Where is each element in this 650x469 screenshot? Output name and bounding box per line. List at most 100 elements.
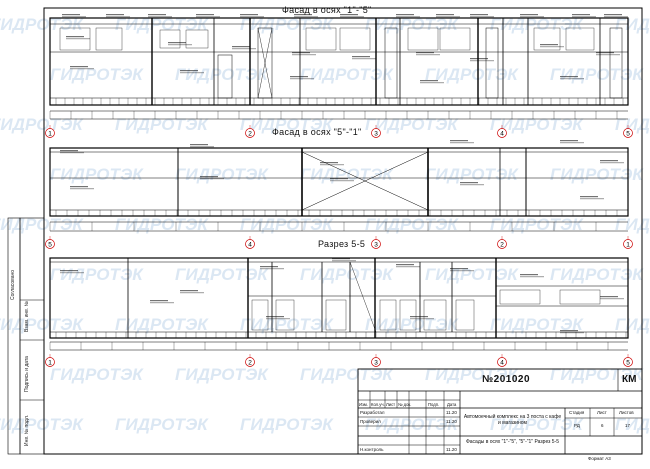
date-checker: 11.20 bbox=[446, 419, 457, 424]
sheet-label: Лист bbox=[597, 410, 607, 415]
annotation-mark bbox=[168, 44, 192, 46]
sheets-label: Листов bbox=[619, 410, 634, 415]
annotation-mark bbox=[292, 52, 310, 54]
axis-label: 2 bbox=[500, 241, 504, 248]
stage-value: РД bbox=[574, 423, 580, 428]
annotation-mark bbox=[560, 330, 578, 332]
annotation-mark bbox=[330, 178, 348, 180]
watermark-text: ГИДРОТЭК bbox=[0, 215, 84, 234]
annotation-mark bbox=[600, 298, 624, 300]
watermark-text: ГИДРОТЭК bbox=[490, 115, 584, 134]
facade-5-1 bbox=[49, 147, 629, 232]
annotation-mark bbox=[60, 272, 84, 274]
axis-label: 5 bbox=[626, 359, 630, 366]
annotation-mark bbox=[436, 14, 454, 16]
annotation-mark bbox=[416, 52, 434, 54]
annotation-mark bbox=[180, 72, 204, 74]
annotation-mark bbox=[340, 14, 358, 16]
annotation-mark bbox=[560, 142, 584, 144]
annotation-mark bbox=[70, 68, 94, 70]
tb-header-docno: № док. bbox=[398, 402, 412, 407]
annotation-mark bbox=[148, 14, 166, 16]
annotation-mark bbox=[320, 162, 338, 164]
doc-mark: КМ bbox=[622, 374, 637, 385]
axis-label: 4 bbox=[500, 130, 504, 137]
doc-number: №201020 bbox=[482, 374, 531, 385]
annotation-mark bbox=[332, 260, 356, 262]
annotation-mark bbox=[70, 66, 88, 68]
annotation-mark bbox=[150, 302, 174, 304]
annotation-mark bbox=[200, 178, 224, 180]
annotation-mark bbox=[450, 270, 474, 272]
annotation-mark bbox=[396, 264, 414, 266]
annotation-mark bbox=[320, 164, 344, 166]
annotation-mark bbox=[260, 266, 278, 268]
watermark-text: ГИДРОТЭК bbox=[175, 165, 269, 184]
annotation-mark bbox=[62, 16, 86, 18]
watermark-text: ГИДРОТЭК bbox=[550, 265, 644, 284]
watermark-text: ГИДРОТЭК bbox=[490, 415, 584, 434]
watermark-text: ГИДРОТЭК bbox=[175, 265, 269, 284]
axis-label: 3 bbox=[374, 359, 378, 366]
axis-label: 5 bbox=[48, 241, 52, 248]
stage-label: Стадия bbox=[569, 410, 585, 415]
sheets-value: 17 bbox=[625, 423, 631, 428]
watermark-text: ГИДРОТЭК bbox=[425, 365, 519, 384]
annotation-mark bbox=[436, 16, 460, 18]
drawing-name: Фасады в осях "1"-"5", "5"-"1" Разрез 5-… bbox=[465, 439, 560, 445]
axis-label: 5 bbox=[626, 130, 630, 137]
annotation-mark bbox=[70, 188, 94, 190]
watermark-layer: ГИДРОТЭК ГИДРОТЭК ГИДРОТЭК ГИДРОТЭК ГИДРОТЭК… bbox=[0, 15, 650, 434]
role-developer: Разработал bbox=[360, 410, 385, 415]
axis-bubble bbox=[623, 128, 633, 138]
watermark-text: ГИДРОТЭК bbox=[425, 65, 519, 84]
annotation-mark bbox=[66, 38, 90, 40]
annotation-mark bbox=[352, 56, 370, 58]
axis-bubble bbox=[245, 357, 255, 367]
annotation-mark bbox=[396, 266, 420, 268]
watermark-text: ГИДРОТЭК bbox=[365, 215, 459, 234]
annotation-mark bbox=[148, 16, 172, 18]
side-label-agreed: Согласовано bbox=[10, 269, 16, 300]
watermark-text: ГИДРОТЭК bbox=[240, 215, 334, 234]
annotation-mark bbox=[294, 16, 318, 18]
date-developer: 11.20 bbox=[446, 410, 457, 415]
annotation-mark bbox=[332, 258, 350, 260]
annotation-mark bbox=[106, 14, 124, 16]
watermark-text: ГИДРОТЭК bbox=[0, 315, 84, 334]
watermark-text: ГИДРОТЭК bbox=[240, 15, 334, 34]
axis-bubble bbox=[623, 239, 633, 249]
annotation-mark bbox=[572, 14, 590, 16]
annotation-mark bbox=[106, 16, 130, 18]
watermark-text: ГИДРОТЭК bbox=[240, 115, 334, 134]
annotation-mark bbox=[596, 54, 620, 56]
annotation-mark bbox=[66, 36, 84, 38]
annotation-mark bbox=[266, 318, 290, 320]
watermark-text: ГИДРОТЭК bbox=[0, 15, 84, 34]
annotation-mark bbox=[596, 52, 614, 54]
annotation-mark bbox=[232, 46, 250, 48]
annotation-mark bbox=[560, 78, 584, 80]
annotation-mark bbox=[450, 268, 468, 270]
watermark-text: ГИДРОТЭК bbox=[300, 65, 394, 84]
watermark-text: ГИДРОТЭК bbox=[365, 15, 459, 34]
annotation-mark bbox=[520, 274, 538, 276]
annotation-mark bbox=[196, 14, 214, 16]
annotation-mark bbox=[600, 296, 618, 298]
annotation-mark bbox=[600, 162, 624, 164]
annotation-mark bbox=[352, 58, 376, 60]
project-name: Автомоечный комплекс на 3 поста с кафе и… bbox=[463, 414, 562, 426]
tb-header-date: Дата bbox=[447, 402, 457, 407]
annotation-mark bbox=[150, 300, 168, 302]
detail-layer bbox=[49, 27, 627, 350]
annotation-mark bbox=[520, 276, 544, 278]
section-title-3: Разрез 5-5 bbox=[318, 239, 366, 249]
watermark-text: ГИДРОТЭК bbox=[115, 115, 209, 134]
watermark-text: ГИДРОТЭК bbox=[115, 15, 209, 34]
watermark-text: ГИДРОТЭК bbox=[50, 65, 144, 84]
role-norm-control: Н.контроль bbox=[360, 447, 384, 452]
annotation-mark bbox=[240, 16, 264, 18]
watermark-text: ГИДРОТЭК bbox=[615, 415, 650, 434]
watermark-text: ГИДРОТЭК bbox=[425, 165, 519, 184]
axis-label: 3 bbox=[374, 130, 378, 137]
